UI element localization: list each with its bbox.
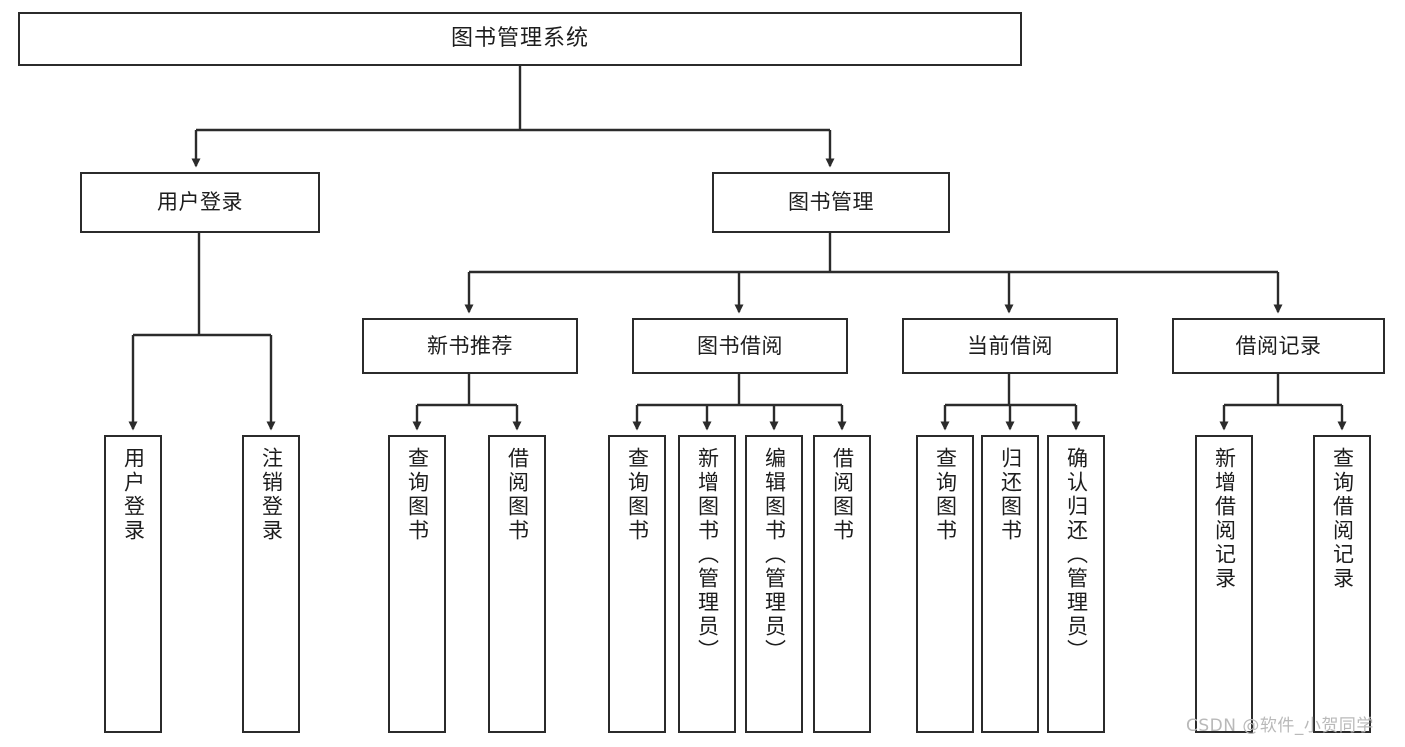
node-leaf-user-login[interactable]: 用户登录 [104,435,162,733]
node-leaf-add-book[interactable]: 新增图书（管理员） [678,435,736,733]
node-leaf-query-book-3-label: 查询图书 [933,447,958,543]
node-leaf-user-login-label: 用户登录 [121,447,146,543]
node-borrow-record[interactable]: 借阅记录 [1172,318,1385,374]
node-leaf-logout-login[interactable]: 注销登录 [242,435,300,733]
node-leaf-query-book-3[interactable]: 查询图书 [916,435,974,733]
node-leaf-confirm-return-label: 确认归还（管理员） [1064,447,1089,663]
node-leaf-edit-book[interactable]: 编辑图书（管理员） [745,435,803,733]
node-leaf-borrow-book-2-label: 借阅图书 [830,447,855,543]
node-book-borrow[interactable]: 图书借阅 [632,318,848,374]
node-leaf-borrow-book-1-label: 借阅图书 [505,447,530,543]
node-leaf-add-book-label: 新增图书（管理员） [695,447,720,663]
node-book-manage[interactable]: 图书管理 [712,172,950,233]
node-leaf-confirm-return[interactable]: 确认归还（管理员） [1047,435,1105,733]
node-root-label: 图书管理系统 [450,26,589,52]
node-leaf-borrow-book-1[interactable]: 借阅图书 [488,435,546,733]
node-leaf-query-book-2[interactable]: 查询图书 [608,435,666,733]
node-leaf-return-book[interactable]: 归还图书 [981,435,1039,733]
node-root[interactable]: 图书管理系统 [18,12,1022,66]
node-book-borrow-label: 图书借阅 [697,333,783,358]
node-new-book-recommend-label: 新书推荐 [427,333,513,358]
node-leaf-borrow-book-2[interactable]: 借阅图书 [813,435,871,733]
node-leaf-query-book-2-label: 查询图书 [625,447,650,543]
node-borrow-record-label: 借阅记录 [1235,333,1322,358]
node-leaf-return-book-label: 归还图书 [998,447,1023,543]
node-current-borrow[interactable]: 当前借阅 [902,318,1118,374]
node-book-manage-label: 图书管理 [788,190,874,215]
node-leaf-query-record-label: 查询借阅记录 [1330,447,1355,591]
node-leaf-add-record[interactable]: 新增借阅记录 [1195,435,1253,733]
node-current-borrow-label: 当前借阅 [967,333,1053,358]
node-leaf-logout-login-label: 注销登录 [259,447,284,543]
node-leaf-edit-book-label: 编辑图书（管理员） [762,447,787,663]
node-new-book-recommend[interactable]: 新书推荐 [362,318,578,374]
node-leaf-query-book-1[interactable]: 查询图书 [388,435,446,733]
node-leaf-query-record[interactable]: 查询借阅记录 [1313,435,1371,733]
node-leaf-query-book-1-label: 查询图书 [405,447,430,543]
node-user-login[interactable]: 用户登录 [80,172,320,233]
watermark: CSDN @软件_小贺同学 [1186,716,1374,736]
node-user-login-label: 用户登录 [157,190,243,215]
node-leaf-add-record-label: 新增借阅记录 [1212,447,1237,591]
